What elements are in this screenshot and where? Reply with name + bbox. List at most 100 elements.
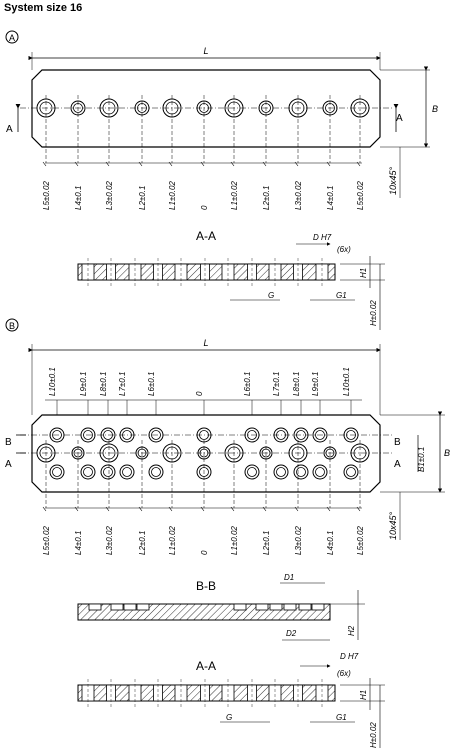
- section-bore: [153, 263, 163, 281]
- dimension-label: L1±0.02: [230, 181, 239, 210]
- section-arrow-b-left: B: [5, 437, 12, 448]
- variant-b-width-label: B: [444, 448, 450, 458]
- section-bore: [200, 684, 210, 702]
- variant-b-marker-circle: [5, 318, 19, 332]
- section-bore: [268, 263, 282, 281]
- section-bore: [106, 684, 116, 702]
- section-bore: [315, 684, 329, 702]
- dimension-label: L3±0.02: [294, 181, 303, 210]
- variant-a-plate: [31, 69, 381, 148]
- section-bore: [200, 263, 210, 281]
- hole-inner: [276, 467, 286, 477]
- section-aa2-title: A-A: [196, 659, 216, 673]
- section-bb-counterbore: [311, 603, 325, 611]
- section-bb-title: B-B: [196, 579, 216, 593]
- hole-outer: [148, 427, 164, 443]
- hole-outer: [244, 427, 260, 443]
- section-bore: [221, 684, 235, 702]
- section-bore: [315, 263, 329, 281]
- dimension-label: L2±0.1: [138, 186, 147, 210]
- hole-inner: [296, 430, 306, 440]
- variant-b-plate: [31, 414, 381, 493]
- hole-outer: [312, 464, 328, 480]
- dimension-label: 0: [200, 550, 209, 555]
- section-bb-counterbore: [88, 603, 102, 611]
- hole-inner: [52, 467, 62, 477]
- length-label: L: [203, 46, 208, 56]
- section-bb-counterbore: [298, 603, 312, 611]
- dimension-label: L3±0.02: [294, 526, 303, 555]
- section-aa-g: G: [268, 291, 274, 300]
- dimension-label: L5±0.02: [42, 181, 51, 210]
- hole-outer: [343, 464, 359, 480]
- page-title: System size 16: [4, 2, 83, 14]
- top-dimension-label: 0: [195, 391, 204, 396]
- section-bore: [293, 684, 303, 702]
- hole-inner: [199, 430, 209, 440]
- variant-b-bottom-dimension-labels: L5±0.02 L4±0.1 L3±0.02 L2±0.1 L1±0.02 0 L1±0.0…: [42, 506, 365, 555]
- section-aa2-bores: [81, 679, 329, 707]
- top-dimension-label: L7±0.1: [272, 372, 281, 396]
- variant-a-marker: A: [9, 33, 15, 43]
- dimension-label: L2±0.1: [138, 531, 147, 555]
- width-label: B: [432, 104, 438, 114]
- section-arrow-b-right: B: [394, 437, 401, 448]
- section-aa2-h1: H1: [359, 690, 368, 700]
- section-bore: [293, 263, 303, 281]
- hole-outer: [343, 427, 359, 443]
- section-bb-counterbore: [255, 603, 269, 611]
- section-aa-dh7: D H7: [313, 233, 332, 242]
- dimension-label: 0: [200, 205, 209, 210]
- section-bb-counterbore: [123, 603, 137, 611]
- dimension-label: L4±0.1: [74, 531, 83, 555]
- section-bore: [153, 684, 163, 702]
- dimension-label: L5±0.02: [356, 526, 365, 555]
- variant-a-holes: [36, 95, 370, 163]
- dimension-label: L1±0.02: [168, 526, 177, 555]
- section-bore: [81, 263, 95, 281]
- section-bore: [81, 684, 95, 702]
- section-bore: [247, 263, 257, 281]
- dimension-label: L2±0.1: [262, 186, 271, 210]
- hole-inner: [346, 430, 356, 440]
- dimension-label: L4±0.1: [326, 186, 335, 210]
- hole-outer: [49, 464, 65, 480]
- hole-outer: [80, 427, 96, 443]
- section-bb-h2: H2: [347, 625, 356, 636]
- dimension-label: L1±0.02: [230, 526, 239, 555]
- hole-inner: [151, 430, 161, 440]
- top-dimension-label: L9±0.1: [311, 372, 320, 396]
- section-bb-d1: D1: [284, 573, 294, 582]
- section-aa-h: H±0.02: [369, 300, 378, 326]
- hole-inner: [315, 467, 325, 477]
- dimension-label: L5±0.02: [42, 526, 51, 555]
- section-bore: [268, 684, 282, 702]
- section-bb-counterbore: [283, 603, 297, 611]
- hole-inner: [52, 430, 62, 440]
- hole-outer: [119, 427, 135, 443]
- section-bore: [221, 263, 235, 281]
- section-bb-d2: D2: [286, 629, 297, 638]
- top-dimension-label: L10±0.1: [342, 367, 351, 396]
- hole-inner: [247, 467, 257, 477]
- section-bb-counterbore: [233, 603, 247, 611]
- dimension-label: L5±0.02: [356, 181, 365, 210]
- hole-outer: [293, 427, 309, 443]
- hole-outer: [100, 427, 116, 443]
- section-aa2-count: (6x): [337, 669, 351, 678]
- section-arrow-left: A: [6, 124, 13, 135]
- hole-outer: [293, 464, 309, 480]
- hole-outer: [80, 464, 96, 480]
- hole-outer: [49, 427, 65, 443]
- hole-outer: [273, 464, 289, 480]
- section-bore: [247, 684, 257, 702]
- section-bb-counterbore: [269, 603, 283, 611]
- top-dimension-label: L7±0.1: [118, 372, 127, 396]
- section-aa2-g1: G1: [336, 713, 347, 722]
- hole-outer: [244, 464, 260, 480]
- section-bore: [128, 263, 142, 281]
- dimension-label: L3±0.02: [105, 526, 114, 555]
- top-dimension-label: L8±0.1: [292, 372, 301, 396]
